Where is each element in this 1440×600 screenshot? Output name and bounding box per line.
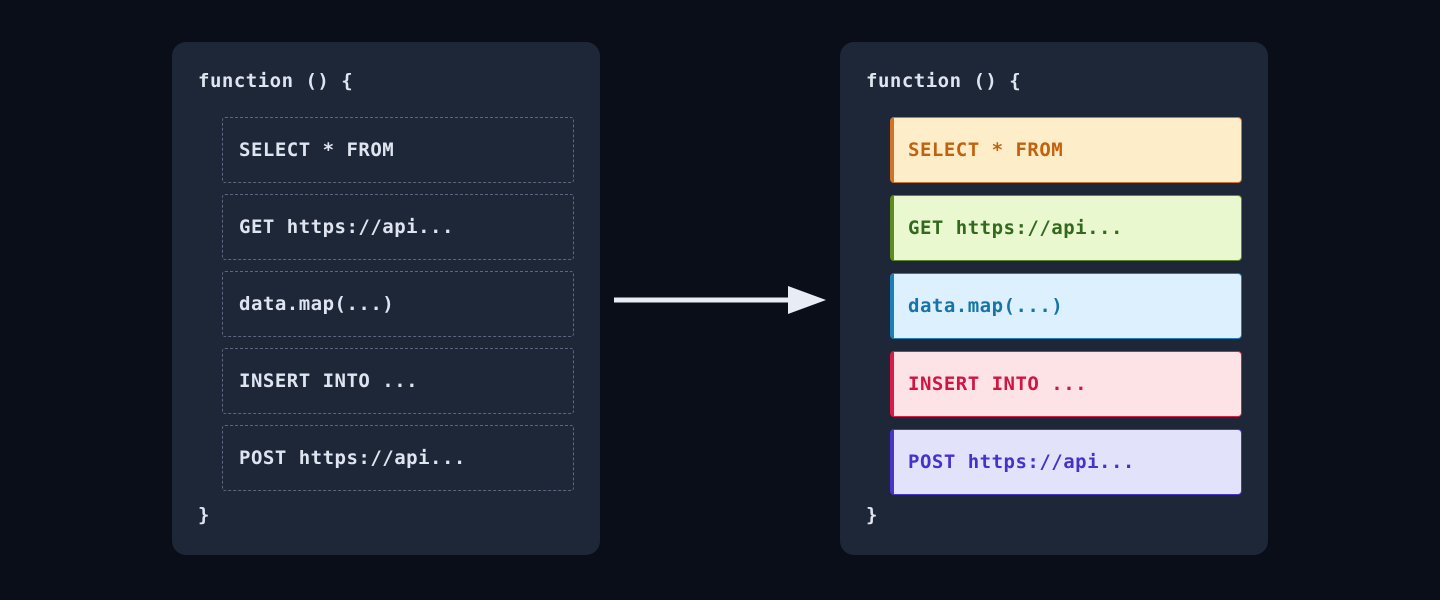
before-function-footer: } (198, 504, 210, 526)
before-statement-label: POST https://api... (239, 447, 466, 469)
after-statement-label: POST https://api... (908, 451, 1135, 473)
before-statement-list: SELECT * FROM GET https://api... data.map(… (198, 117, 574, 491)
after-statement-list: SELECT * FROM GET https://api... data.map(… (866, 117, 1242, 495)
after-statement-label: GET https://api... (908, 217, 1123, 239)
before-statement-label: INSERT INTO ... (239, 370, 419, 392)
before-code-card: function () { SELECT * FROM GET https://a… (172, 42, 600, 555)
after-statement-box-http-post[interactable]: POST https://api... (890, 429, 1242, 495)
after-statement-label: SELECT * FROM (908, 139, 1064, 161)
before-statement-label: SELECT * FROM (239, 139, 395, 161)
before-statement-box[interactable]: SELECT * FROM (222, 117, 574, 183)
before-statement-box[interactable]: GET https://api... (222, 194, 574, 260)
after-function-header: function () { (866, 70, 1022, 92)
arrow-right-icon (614, 286, 826, 314)
before-function-header: function () { (198, 70, 354, 92)
transform-arrow (612, 280, 828, 320)
after-statement-box-js-transform[interactable]: data.map(...) (890, 273, 1242, 339)
before-statement-box[interactable]: data.map(...) (222, 271, 574, 337)
after-statement-box-http-get[interactable]: GET https://api... (890, 195, 1242, 261)
after-function-footer: } (866, 504, 878, 526)
after-statement-box-sql-select[interactable]: SELECT * FROM (890, 117, 1242, 183)
after-statement-label: INSERT INTO ... (908, 373, 1088, 395)
before-statement-label: GET https://api... (239, 216, 454, 238)
after-statement-box-sql-insert[interactable]: INSERT INTO ... (890, 351, 1242, 417)
after-statement-label: data.map(...) (908, 295, 1064, 317)
after-code-card: function () { SELECT * FROM GET https://a… (840, 42, 1268, 555)
before-statement-box[interactable]: INSERT INTO ... (222, 348, 574, 414)
before-statement-box[interactable]: POST https://api... (222, 425, 574, 491)
before-statement-label: data.map(...) (239, 293, 395, 315)
